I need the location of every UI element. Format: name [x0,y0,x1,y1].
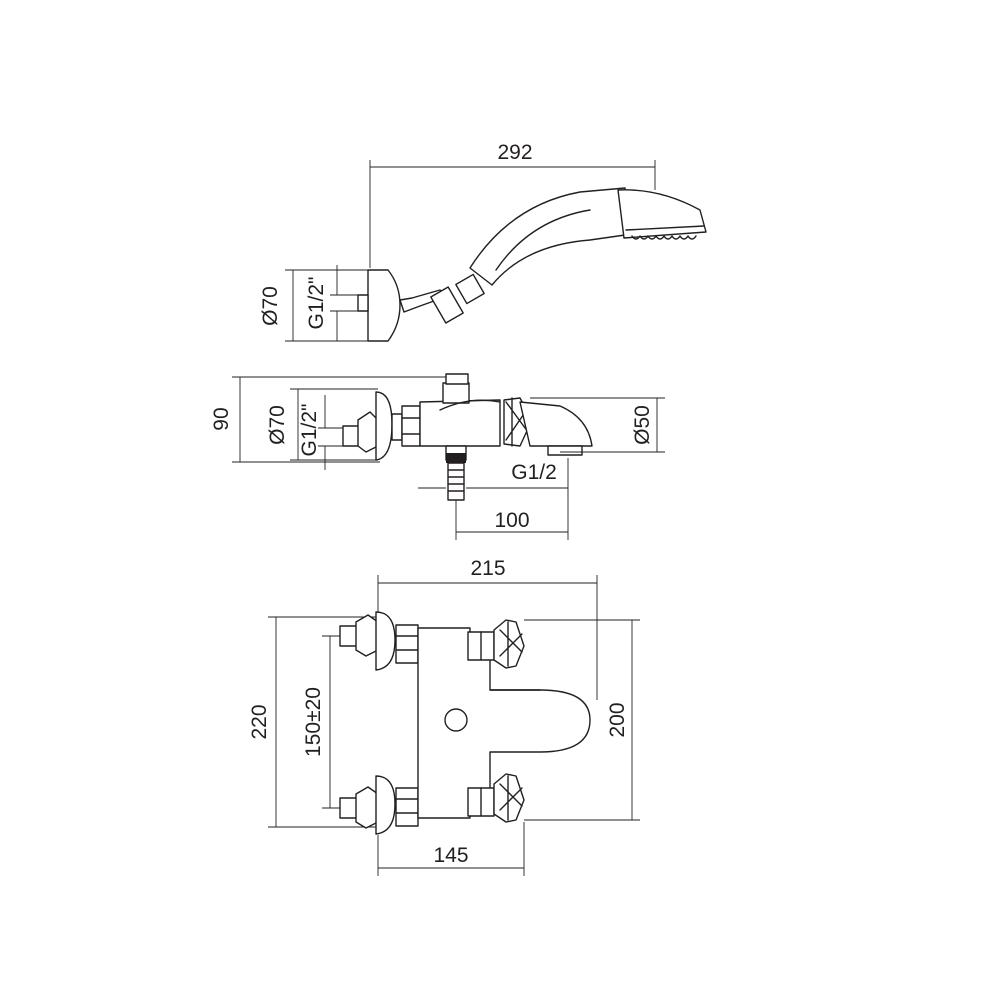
dim-side-g12-label: G1/2" [298,404,321,457]
side-nut [401,405,421,447]
dim-145-label: 145 [433,844,468,867]
top-view: 215 220 150±20 [248,557,640,876]
dim-200-label: 200 [606,702,629,737]
dim-292-label: 292 [497,141,532,164]
top-knob-lower [493,773,525,823]
dim-215-label: 215 [470,557,505,580]
dim-spout-thread-label: G1/2 [511,461,557,484]
dim-90-label: 90 [210,407,233,430]
side-view: 90 Ø70 G1/2" [210,373,665,540]
top-flange-lower [375,775,396,835]
side-spout [519,401,593,447]
dim-100-label: 100 [494,509,529,532]
side-body [419,399,501,447]
hose-thread [446,453,466,463]
shower-handle [469,187,626,286]
diverter-hole [444,708,468,732]
top-knob-upper [493,619,525,669]
diverter-knob [445,373,469,385]
dim-d50-label: Ø50 [631,405,654,445]
dim-150-label: 150±20 [302,687,325,757]
wall-flange [367,269,401,342]
hand-shower-view: 292 Ø70 G1/2" [259,141,707,342]
side-flange [375,391,393,461]
top-flange-upper [375,611,396,671]
shower-head [617,189,707,239]
dim-g12-label: G1/2" [305,277,328,330]
dim-220-label: 220 [248,704,271,739]
dim-side-d70-label: Ø70 [266,405,289,445]
dim-d70-label: Ø70 [259,286,282,326]
